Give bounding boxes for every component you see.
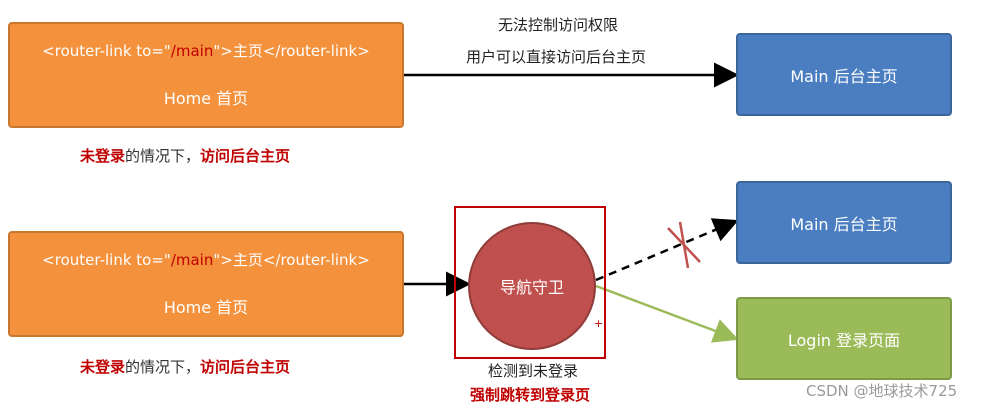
redirect-arrow-to-login [595,284,739,343]
bottom-note-red2: 访问后台主页 [200,358,291,376]
bottom-source-label: Home 首页 [163,298,249,317]
top-arrow-caption-1: 无法控制访问权限 [498,16,619,34]
cross-mark-b [678,221,690,269]
bottom-note-red1: 未登录 [80,358,126,376]
guard-caption: 检测到未登录 [488,362,579,380]
navigation-guard-circle: 导航守卫 [468,222,596,350]
code-prefix: <router-link to=" [42,42,171,60]
top-source-box: <router-link to="/main">主页</router-link>… [8,22,404,128]
plus-marker: + [594,317,604,330]
top-main-label: Main 后台主页 [790,66,898,86]
top-source-label: Home 首页 [163,89,249,108]
guard-caption-redirect: 强制跳转到登录页 [470,386,591,404]
top-arrow-caption-2: 用户可以直接访问后台主页 [466,48,647,66]
top-note: 未登录的情况下，访问后台主页 [80,145,290,166]
login-box: Login 登录页面 [736,297,952,380]
navigation-guard-label: 导航守卫 [499,278,564,297]
code-path: /main [170,42,214,60]
bottom-main-label: Main 后台主页 [790,214,898,234]
top-note-mid: 的情况下， [125,147,201,165]
bottom-source-box: <router-link to="/main">主页</router-link>… [8,231,404,337]
bottom-source-code: <router-link to="/main">主页</router-link> [42,250,370,270]
code-suffix: ">主页</router-link> [213,251,370,269]
code-path: /main [170,251,214,269]
guard-frame [454,206,606,359]
top-main-box: Main 后台主页 [736,33,952,116]
bottom-main-box: Main 后台主页 [736,181,952,264]
bottom-note: 未登录的情况下，访问后台主页 [80,356,290,377]
code-prefix: <router-link to=" [42,251,171,269]
top-source-code: <router-link to="/main">主页</router-link> [42,41,370,61]
code-suffix: ">主页</router-link> [213,42,370,60]
login-label: Login 登录页面 [787,330,901,350]
blocked-arrow-to-main [595,218,739,282]
bottom-note-mid: 的情况下， [125,358,201,376]
watermark: CSDN @地球技术725 [806,382,958,400]
top-note-red2: 访问后台主页 [200,147,291,165]
top-note-red1: 未登录 [80,147,126,165]
